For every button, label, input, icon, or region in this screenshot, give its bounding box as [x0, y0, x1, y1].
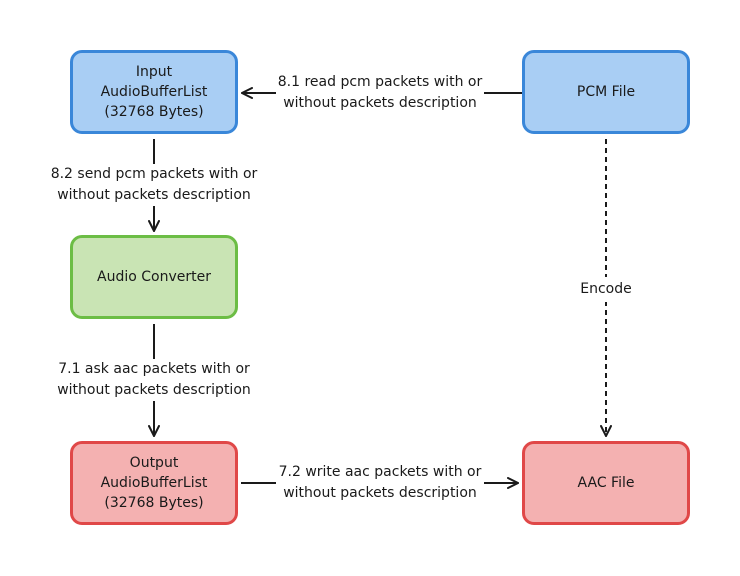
- edge-label-encode: Encode: [576, 277, 636, 302]
- edge-label-read-pcm: 8.1 read pcm packets with or without pac…: [276, 72, 484, 114]
- edge-label-send-pcm: 8.2 send pcm packets with or without pac…: [48, 164, 260, 206]
- edge-label-ask-aac-line-2: without packets description: [57, 382, 251, 398]
- input-buffer-line-1: Input: [135, 64, 173, 80]
- edge-label-read-pcm-line-2: without packets description: [283, 95, 477, 111]
- output-buffer-line-1: Output: [129, 455, 179, 471]
- output-buffer-line-2: AudioBufferList: [100, 475, 208, 491]
- pcm-file-label: PCM File: [576, 84, 636, 100]
- edge-label-send-pcm-line-1: 8.2 send pcm packets with or: [50, 166, 258, 182]
- edge-label-read-pcm-line-1: 8.1 read pcm packets with or: [277, 74, 483, 90]
- input-buffer-line-2: AudioBufferList: [100, 84, 208, 100]
- input-buffer-line-3: (32768 Bytes): [104, 104, 204, 120]
- edge-label-ask-aac-line-1: 7.1 ask aac packets with or: [58, 361, 250, 377]
- aac-file-node: AAC File: [522, 441, 690, 525]
- output-buffer-line-3: (32768 Bytes): [104, 495, 204, 511]
- edge-label-write-aac-line-2: without packets description: [283, 485, 477, 501]
- edge-label-encode-text: Encode: [580, 281, 632, 297]
- audio-converter-label: Audio Converter: [97, 269, 211, 285]
- input-buffer-node: Input AudioBufferList (32768 Bytes): [70, 50, 238, 134]
- audio-converter-node: Audio Converter: [70, 235, 238, 319]
- edge-label-send-pcm-line-2: without packets description: [57, 187, 251, 203]
- edge-label-write-aac: 7.2 write aac packets with or without pa…: [276, 462, 484, 504]
- pcm-file-node: PCM File: [522, 50, 690, 134]
- output-buffer-node: Output AudioBufferList (32768 Bytes): [70, 441, 238, 525]
- aac-file-label: AAC File: [577, 475, 635, 491]
- edge-label-write-aac-line-1: 7.2 write aac packets with or: [278, 464, 482, 480]
- edge-label-ask-aac: 7.1 ask aac packets with or without pack…: [48, 359, 260, 401]
